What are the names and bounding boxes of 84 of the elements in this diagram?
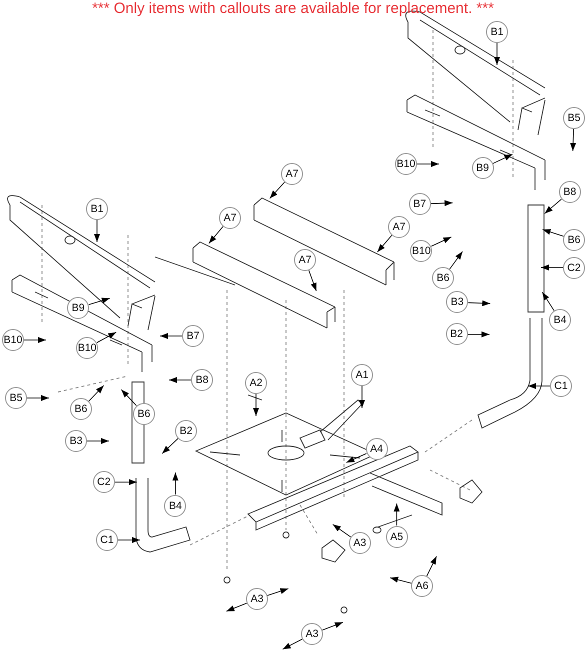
leader-line bbox=[430, 236, 452, 247]
leader-line bbox=[282, 638, 303, 650]
callout-number: A7 bbox=[388, 216, 410, 238]
callout-number: B8 bbox=[191, 369, 213, 391]
leader-line bbox=[94, 220, 100, 242]
callout-number: B7 bbox=[182, 325, 204, 347]
callout-number: C2 bbox=[92, 471, 115, 494]
callout-number: B5 bbox=[5, 387, 27, 409]
leader-line bbox=[308, 270, 317, 292]
leader-line bbox=[253, 394, 259, 416]
leader-line bbox=[544, 198, 562, 214]
leader-line bbox=[269, 182, 285, 199]
leader-line bbox=[114, 479, 138, 486]
callout-number: A5 bbox=[386, 526, 408, 548]
leader-line bbox=[120, 389, 137, 406]
leader-line bbox=[96, 332, 117, 343]
callout-number: B6 bbox=[70, 398, 92, 420]
callout-number: B1 bbox=[486, 21, 508, 43]
leader-line bbox=[226, 602, 248, 612]
callout-number: C1 bbox=[96, 529, 118, 551]
callout-number: B6 bbox=[132, 402, 155, 425]
callout-number: B6 bbox=[563, 228, 585, 250]
callout-number: B1 bbox=[86, 198, 108, 220]
callout-number: A2 bbox=[245, 372, 267, 394]
callout-number: B8 bbox=[558, 181, 581, 203]
leader-line bbox=[168, 377, 192, 383]
leader-line bbox=[449, 251, 463, 270]
callout-number: B9 bbox=[472, 157, 494, 180]
callout-number: B10 bbox=[76, 336, 98, 359]
leader-line bbox=[426, 556, 437, 576]
callout-number: B2 bbox=[175, 420, 198, 442]
callout-number: B4 bbox=[549, 309, 571, 331]
leader-line bbox=[267, 588, 289, 596]
callout-number: A7 bbox=[219, 207, 241, 229]
leader-line bbox=[390, 576, 412, 584]
leader-line bbox=[467, 331, 490, 338]
callout-number: A6 bbox=[411, 575, 433, 597]
leader-line bbox=[494, 42, 500, 66]
leader-line bbox=[26, 395, 50, 401]
callout-number: C1 bbox=[550, 375, 572, 397]
leader-line bbox=[172, 472, 178, 495]
leader-line bbox=[359, 386, 365, 408]
callout-number: A1 bbox=[351, 364, 373, 386]
leader-line bbox=[88, 385, 104, 402]
leader-line bbox=[88, 298, 110, 305]
note-text: *** Only items with callouts are available for replacement. *** bbox=[91, 0, 495, 18]
leader-line bbox=[416, 161, 440, 167]
leader-line bbox=[394, 503, 400, 526]
leader-line bbox=[492, 154, 513, 164]
callout-number: B6 bbox=[432, 267, 454, 290]
callout-number: C2 bbox=[563, 256, 585, 278]
leader-line bbox=[540, 264, 564, 270]
leader-line bbox=[86, 438, 110, 444]
leader-line bbox=[377, 234, 392, 252]
leader-line bbox=[542, 229, 564, 237]
callout-number: B10 bbox=[395, 153, 417, 175]
callout-number: B10 bbox=[410, 240, 432, 262]
callout-number: B7 bbox=[408, 193, 431, 216]
leader-line bbox=[528, 383, 550, 389]
leader-line bbox=[430, 200, 453, 206]
callout-number: A7 bbox=[281, 163, 303, 185]
callout-number: B9 bbox=[67, 296, 90, 319]
leader-line bbox=[346, 453, 367, 463]
callout-number: B5 bbox=[563, 107, 585, 129]
callout-number: A4 bbox=[366, 438, 388, 460]
callout-number: B3 bbox=[446, 291, 468, 314]
leader-line bbox=[118, 537, 140, 543]
leader-line bbox=[162, 438, 179, 454]
leader-line bbox=[208, 226, 224, 244]
leader-line bbox=[322, 622, 344, 630]
leader-line bbox=[570, 128, 576, 152]
leader-line bbox=[332, 524, 352, 538]
callout-number: A3 bbox=[301, 623, 323, 645]
callout-number: B4 bbox=[164, 494, 186, 516]
callout-number: B2 bbox=[446, 323, 468, 346]
callout-number: A3 bbox=[246, 588, 268, 610]
callout-number: A7 bbox=[294, 249, 316, 271]
callout-number: B3 bbox=[65, 430, 87, 452]
leader-line bbox=[160, 333, 182, 339]
callout-number: A3 bbox=[348, 532, 371, 554]
leader-line bbox=[468, 300, 491, 306]
leader-line bbox=[24, 337, 46, 343]
callout-number: B10 bbox=[2, 329, 24, 351]
leader-line bbox=[542, 292, 554, 312]
